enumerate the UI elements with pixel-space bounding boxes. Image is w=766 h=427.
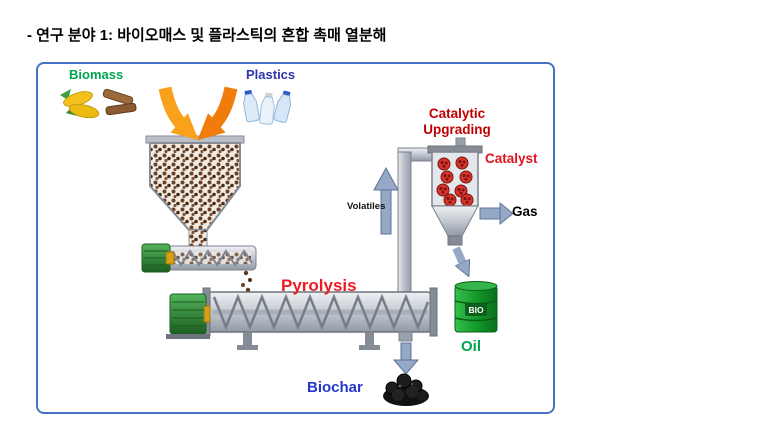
plastics-label: Plastics <box>246 67 296 82</box>
oil-drum-icon: BIO <box>454 281 498 333</box>
diagram-border-box <box>36 62 555 414</box>
biochar-arrow-icon <box>392 342 420 375</box>
screw-feeder <box>167 245 257 271</box>
biochar-label: Biochar <box>307 379 363 396</box>
catalytic-reactor <box>427 137 483 246</box>
reactor-motor-icon <box>166 293 211 339</box>
catalytic-upgrading-label: Catalytic Upgrading <box>423 106 491 137</box>
riser-pipe <box>397 147 437 293</box>
wood-logs-icon <box>102 88 137 116</box>
volatiles-arrow-icon <box>373 166 399 235</box>
biomass-label: Biomass <box>69 67 124 82</box>
oil-label: Oil <box>461 338 482 355</box>
page-title: - 연구 분야 1: 바이오매스 및 플라스틱의 혼합 촉매 열분해 <box>27 27 387 44</box>
feeder-motor-icon <box>141 243 175 273</box>
falling-particles <box>241 270 252 293</box>
biochar-pile-icon <box>383 373 429 406</box>
volatiles-label: Volatiles <box>347 201 386 212</box>
catalyst-label: Catalyst <box>485 151 538 166</box>
pyrolysis-label: Pyrolysis <box>281 276 357 295</box>
plastic-bottles-icon <box>243 89 292 125</box>
gas-label: Gas <box>512 204 538 219</box>
oil-drum-label: BIO <box>468 305 484 315</box>
feed-hopper <box>145 135 245 247</box>
feed-arrows-icon <box>158 86 238 141</box>
corn-icon <box>60 89 100 119</box>
pyrolysis-reactor <box>202 287 438 350</box>
oil-arrow-icon <box>452 246 465 268</box>
gas-arrow-icon <box>479 201 514 226</box>
